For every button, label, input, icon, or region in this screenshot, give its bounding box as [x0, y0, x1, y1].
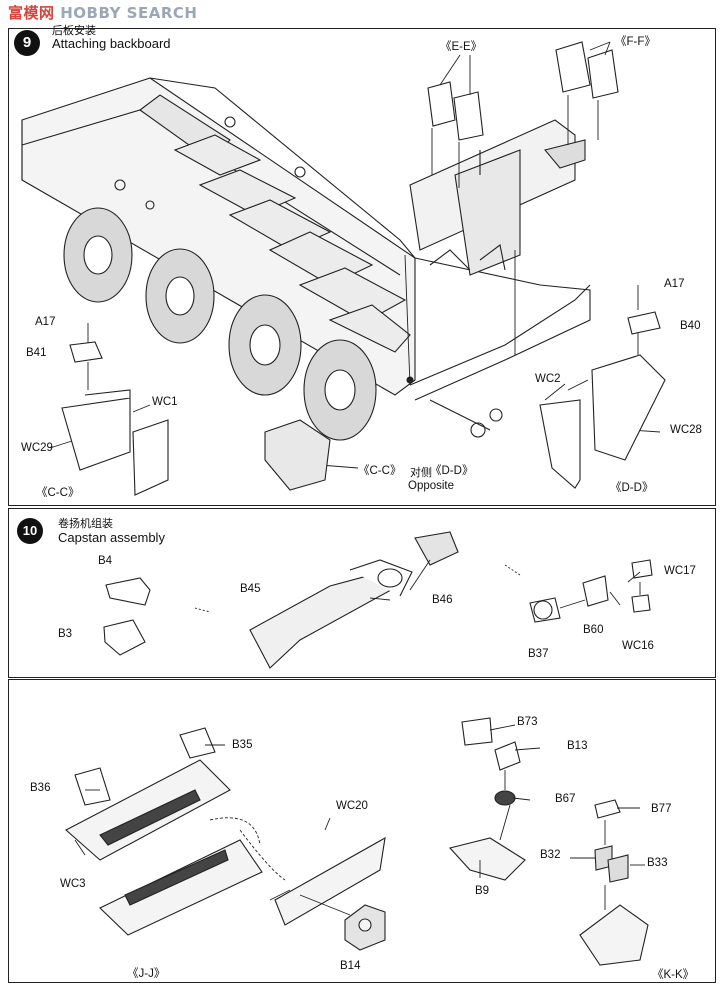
label-wc3: WC3 — [60, 878, 86, 890]
step11-leader-lines — [74, 724, 645, 916]
step10-title-zh: 卷扬机组装 — [58, 517, 113, 530]
step10-leader-lines — [194, 559, 641, 613]
label-b14: B14 — [340, 960, 361, 972]
step11-left-parts — [65, 727, 386, 951]
label-b32: B32 — [540, 849, 561, 861]
label-opposite: Opposite — [408, 480, 455, 492]
label-wc28: WC28 — [670, 424, 702, 436]
label-b9: B9 — [475, 885, 490, 897]
step11-panel — [8, 679, 716, 983]
label-b46: B46 — [432, 594, 453, 606]
label-wc1: WC1 — [152, 396, 178, 408]
label-b3: B3 — [58, 628, 73, 640]
label-kk: 《K-K》 — [652, 969, 695, 981]
label-wc20: WC20 — [336, 800, 368, 812]
label-b45: B45 — [240, 583, 261, 595]
label-b60: B60 — [583, 624, 604, 636]
label-b40: B40 — [680, 320, 701, 332]
step9-badge: 9 — [14, 30, 40, 56]
label-wc29: WC29 — [21, 442, 53, 454]
step10-panel — [8, 508, 716, 678]
right-exploded-parts — [539, 311, 666, 489]
step10-title-en: Capstan assembly — [58, 530, 165, 545]
label-b33: B33 — [647, 857, 668, 869]
label-a17-right: A17 — [664, 278, 685, 290]
vehicle-hull-drawing — [21, 77, 591, 438]
watermark-logo: 富模网 HOBBY SEARCH — [8, 4, 198, 22]
label-b37: B37 — [528, 648, 549, 660]
label-cc-center: 《C-C》 — [358, 465, 402, 477]
label-b41: B41 — [26, 347, 47, 359]
label-cc-left: 《C-C》 — [36, 487, 80, 499]
label-dd-center: 《D-D》 — [430, 465, 474, 477]
center-cc-part — [264, 419, 331, 491]
label-b36: B36 — [30, 782, 51, 794]
label-b35: B35 — [232, 739, 253, 751]
label-wc16: WC16 — [622, 640, 654, 652]
step9-title-zh: 后板安装 — [52, 24, 96, 37]
backboard-drawing — [409, 119, 586, 276]
label-ff: 《F-F》 — [615, 36, 656, 48]
jerry-cans-drawing — [427, 41, 619, 141]
label-a17-left: A17 — [35, 316, 56, 328]
left-exploded-parts — [61, 341, 169, 496]
capstan-parts — [103, 531, 653, 669]
step10-badge: 10 — [17, 518, 43, 544]
step9-leader-lines — [49, 41, 661, 469]
label-ee: 《E-E》 — [440, 41, 483, 53]
step9-title-en: Attaching backboard — [52, 36, 171, 51]
step11-right-parts — [448, 717, 649, 966]
step9-panel — [8, 28, 716, 506]
label-b4: B4 — [98, 555, 113, 567]
label-dd-right: 《D-D》 — [610, 482, 654, 494]
label-wc2: WC2 — [535, 373, 561, 385]
label-b77: B77 — [651, 803, 672, 815]
label-b67: B67 — [555, 793, 576, 805]
vehicle-wheels — [63, 207, 377, 441]
label-jj: 《J-J》 — [127, 968, 166, 980]
label-wc17: WC17 — [664, 565, 696, 577]
label-opposite-zh: 对侧 — [410, 466, 432, 479]
label-b13: B13 — [567, 740, 588, 752]
label-b73: B73 — [517, 716, 538, 728]
